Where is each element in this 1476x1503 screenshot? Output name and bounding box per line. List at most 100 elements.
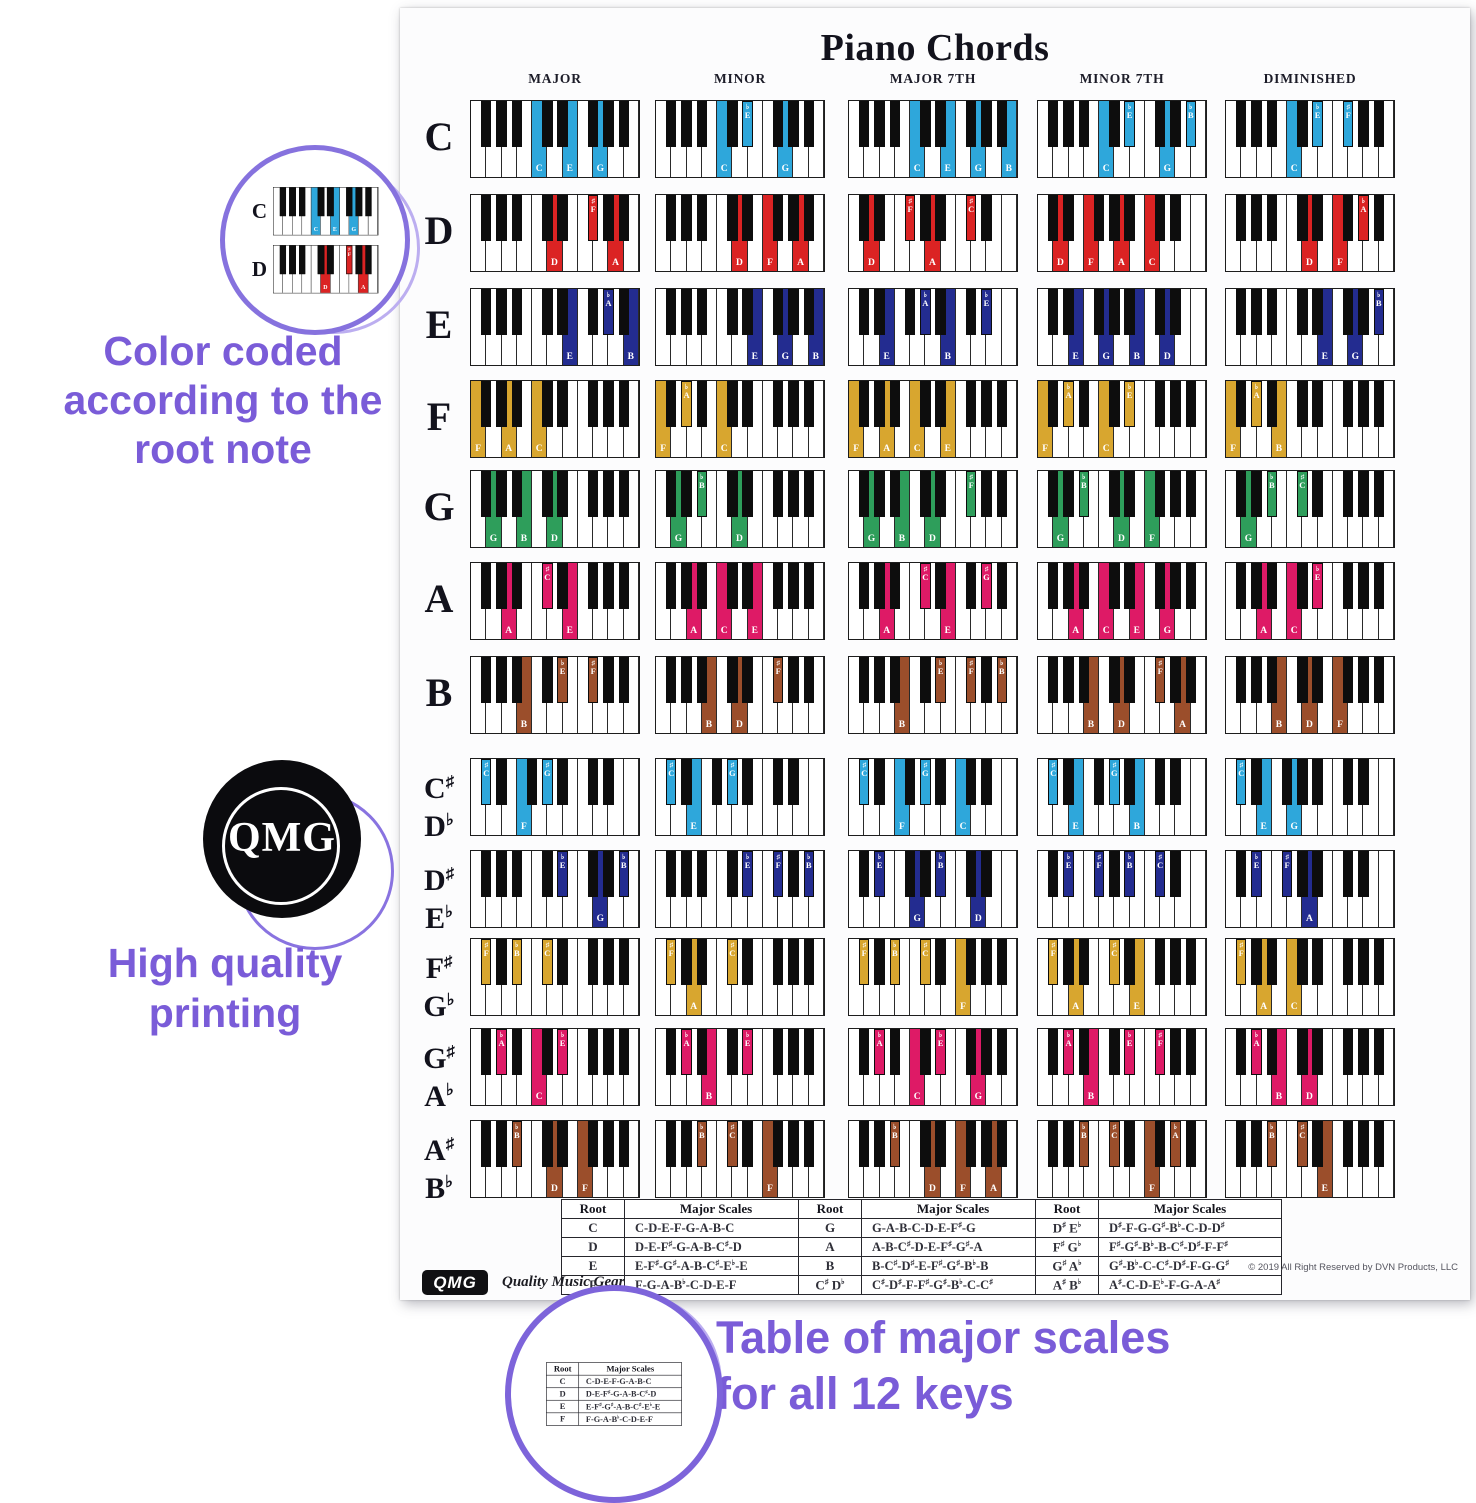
scale-cell: D-E-F♯-G-A-B-C♯-D [578, 1387, 682, 1401]
black-key [1185, 657, 1196, 703]
black-key [1154, 381, 1166, 427]
key-label: B [1133, 822, 1140, 832]
black-key [1297, 101, 1308, 147]
key-label: C [1148, 258, 1156, 268]
black-key: ♯G [981, 563, 992, 609]
black-key [666, 1029, 677, 1075]
black-key: ♯F [772, 657, 784, 703]
black-key: ♯F [587, 657, 599, 703]
key-accidental: ♯ [923, 762, 928, 769]
black-key [742, 759, 753, 805]
black-key [803, 1121, 814, 1167]
key-label: C [1290, 164, 1298, 174]
black-key [981, 381, 992, 427]
key-label: C [535, 164, 543, 174]
root-cell: B [798, 1256, 862, 1276]
white-key [367, 187, 378, 235]
black-key [1048, 851, 1059, 897]
key-label: C [861, 768, 868, 778]
key-accidental: ♭ [938, 660, 943, 667]
key-label: A [1260, 626, 1268, 636]
key-label: D [736, 534, 743, 544]
black-key [788, 381, 799, 427]
white-key: E [329, 187, 340, 235]
black-key [618, 1121, 629, 1167]
black-key [603, 851, 614, 897]
key-accidental: ♭ [1189, 104, 1193, 111]
black-key [772, 939, 784, 985]
key-label: E [1314, 110, 1321, 120]
black-key [803, 1029, 814, 1075]
black-key: ♯G [542, 759, 553, 805]
key-label: E [883, 352, 890, 362]
black-key [496, 939, 507, 985]
black-key [889, 1029, 901, 1075]
black-key [1281, 759, 1293, 805]
black-key: ♯F [1154, 657, 1166, 703]
key-accidental: ♯ [484, 762, 489, 769]
key-label: B [520, 720, 528, 730]
black-key [1236, 1029, 1247, 1075]
black-key: ♯F [1093, 851, 1105, 897]
black-key [1154, 471, 1166, 517]
key-label: E [751, 626, 758, 636]
black-key [935, 1121, 946, 1167]
black-key [996, 1121, 1007, 1167]
black-key [1358, 289, 1369, 335]
black-key [681, 657, 692, 703]
key-label: D [1056, 258, 1064, 268]
black-key [803, 563, 814, 609]
key-label: A [690, 626, 698, 636]
black-key [1170, 759, 1181, 805]
black-key [1124, 471, 1135, 517]
black-key [481, 381, 492, 427]
white-key [1190, 195, 1206, 271]
key-label: A [1072, 1002, 1080, 1012]
key-label: E [566, 626, 573, 636]
key-label: B [1375, 298, 1382, 308]
key-label: A [922, 298, 929, 308]
key-accidental: ♭ [1315, 566, 1320, 573]
scale-cell: E-F♯-G♯-A-B-C♯-E♭-E [578, 1399, 682, 1414]
key-label: D [867, 258, 875, 268]
black-key [920, 1121, 931, 1167]
black-key [996, 471, 1007, 517]
black-key [1154, 195, 1166, 241]
key-label: D [1306, 720, 1313, 730]
key-label: A [1118, 258, 1125, 268]
key-label: C [913, 164, 921, 174]
black-key [681, 851, 692, 897]
black-key [696, 381, 708, 427]
key-accidental: ♭ [560, 854, 565, 861]
black-key [788, 657, 799, 703]
scales-caption: Table of major scales for all 12 keys [716, 1312, 1171, 1419]
black-key [859, 563, 870, 609]
black-key [1373, 195, 1384, 241]
white-key [367, 245, 378, 293]
root-cell: D [561, 1237, 625, 1257]
black-key [603, 1121, 614, 1167]
black-key [1154, 563, 1166, 609]
black-key: ♭B [618, 851, 629, 897]
key-accidental: ♯ [1239, 762, 1244, 769]
root-cell: C [546, 1374, 580, 1389]
black-key: ♭E [1124, 1029, 1135, 1075]
black-key [788, 563, 799, 609]
black-key [874, 939, 885, 985]
key-label: F [475, 444, 482, 454]
key-label: C [913, 1092, 921, 1102]
black-key: ♭A [603, 289, 614, 335]
root-cell: A [798, 1237, 862, 1257]
key-label: D [551, 258, 558, 268]
